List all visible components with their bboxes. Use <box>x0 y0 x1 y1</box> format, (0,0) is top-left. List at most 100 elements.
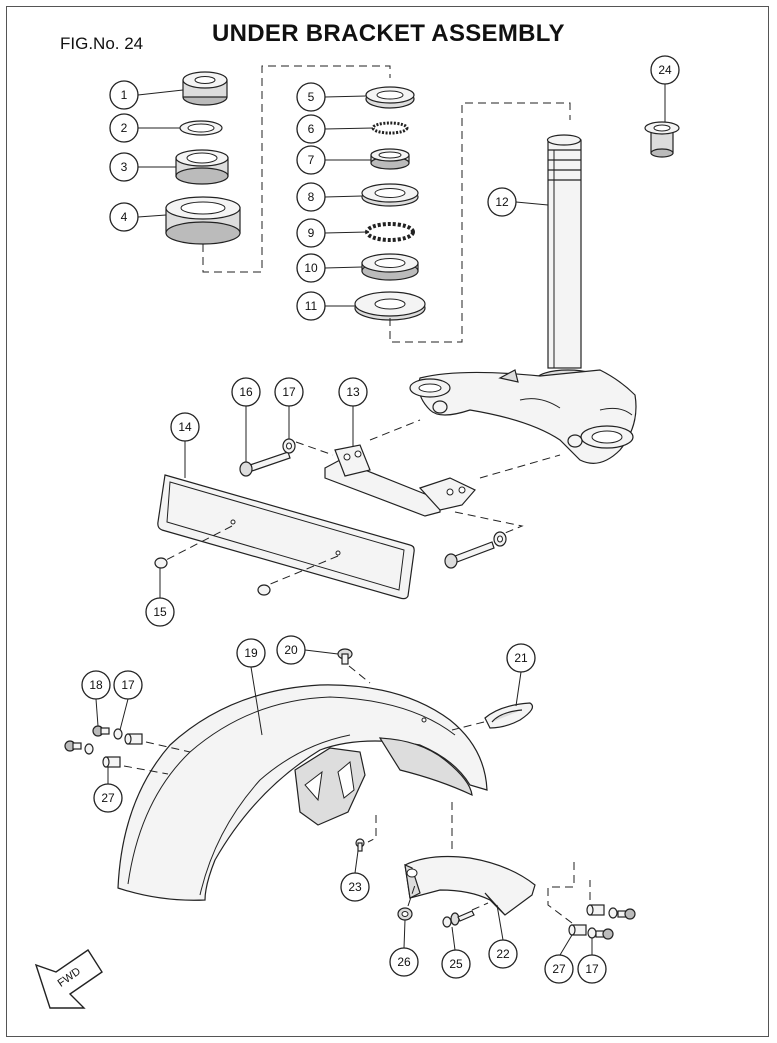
callout-3: 3 <box>109 152 139 182</box>
axis-line-left-upper <box>145 741 191 753</box>
axis-line-bracket-right <box>479 454 561 479</box>
axis-line-bolt-upper <box>295 441 334 456</box>
callout-12: 12 <box>487 187 517 217</box>
svg-text:27: 27 <box>552 962 566 976</box>
part-1-nut[interactable] <box>182 71 228 106</box>
callout-10: 10 <box>296 253 326 283</box>
part-15-screw-1[interactable] <box>154 557 168 569</box>
part-17-washer-lower[interactable] <box>493 531 507 547</box>
axis-line-pin-23 <box>367 815 377 843</box>
part-27-collar-left-lower[interactable] <box>102 756 121 768</box>
part-18-bolt-lower[interactable] <box>64 740 82 752</box>
part-21-emblem[interactable] <box>484 702 533 729</box>
callout-8: 8 <box>296 182 326 212</box>
part-17-washer-left-lower[interactable] <box>84 743 94 755</box>
callout-4: 4 <box>109 202 139 232</box>
callout-17-left: 17 <box>113 670 143 700</box>
callout-15: 15 <box>145 597 175 627</box>
part-18-bolt-upper[interactable] <box>92 725 110 737</box>
callout-25: 25 <box>441 949 471 979</box>
svg-text:12: 12 <box>495 195 509 209</box>
callout-27-right: 27 <box>544 954 574 984</box>
part-27-collar-right-upper[interactable] <box>586 904 605 916</box>
part-5-race[interactable] <box>365 86 415 109</box>
svg-text:9: 9 <box>308 226 315 240</box>
part-27-collar-left-upper[interactable] <box>124 733 143 745</box>
part-11-dust-seal[interactable] <box>354 291 426 321</box>
part-2-washer[interactable] <box>179 120 223 136</box>
svg-text:5: 5 <box>308 90 315 104</box>
axis-line-right-lower <box>547 862 575 924</box>
svg-text:15: 15 <box>153 605 167 619</box>
callout-26: 26 <box>389 947 419 977</box>
axis-line-bolt-lower <box>454 511 524 534</box>
part-24-bushing[interactable] <box>644 121 680 158</box>
part-20-bolt[interactable] <box>337 648 353 665</box>
svg-text:7: 7 <box>308 153 315 167</box>
part-17-washer-right-lower[interactable] <box>587 927 597 939</box>
part-27-collar-right-lower[interactable] <box>568 924 587 936</box>
part-22-fender-bracket[interactable] <box>404 855 536 916</box>
part-7-race[interactable] <box>370 148 410 170</box>
callout-6: 6 <box>296 114 326 144</box>
svg-text:19: 19 <box>244 646 258 660</box>
svg-text:17: 17 <box>585 962 599 976</box>
callout-17-upper: 17 <box>274 377 304 407</box>
callout-24: 24 <box>650 55 680 85</box>
part-6-ball-race[interactable] <box>371 121 409 135</box>
axis-line-bracket-top <box>369 419 421 441</box>
part-25-bolt-washer[interactable] <box>442 910 475 928</box>
callout-11: 11 <box>296 291 326 321</box>
part-18-bolt-right-upper[interactable] <box>617 908 636 920</box>
part-15-screw-2[interactable] <box>257 584 271 596</box>
svg-text:3: 3 <box>121 160 128 174</box>
figure-number: FIG.No. 24 <box>60 34 144 53</box>
svg-text:22: 22 <box>496 947 510 961</box>
part-18-bolt-right-lower[interactable] <box>595 928 614 940</box>
part-10-race[interactable] <box>361 253 419 281</box>
part-13-bracket[interactable] <box>324 444 476 517</box>
part-3-adjust-nut[interactable] <box>175 149 229 185</box>
callout-1: 1 <box>109 80 139 110</box>
svg-text:13: 13 <box>346 385 360 399</box>
part-26-nut[interactable] <box>397 907 413 921</box>
part-14-reflector-plate[interactable] <box>157 474 415 600</box>
axis-line-bolt-25 <box>471 902 489 911</box>
figure-title: UNDER BRACKET ASSEMBLY <box>212 20 565 47</box>
part-12-steering-stem[interactable] <box>409 134 637 464</box>
svg-text:23: 23 <box>348 880 362 894</box>
part-4-dust-seal[interactable] <box>165 196 241 245</box>
svg-text:6: 6 <box>308 122 315 136</box>
svg-text:25: 25 <box>449 957 463 971</box>
svg-text:21: 21 <box>514 651 528 665</box>
callout-27-left: 27 <box>93 783 123 813</box>
part-17-washer-left-upper[interactable] <box>113 728 123 740</box>
callout-21: 21 <box>506 643 536 673</box>
callout-22: 22 <box>488 939 518 969</box>
callout-9: 9 <box>296 218 326 248</box>
svg-text:4: 4 <box>121 210 128 224</box>
callout-13: 13 <box>338 377 368 407</box>
drawing-border <box>6 6 769 1037</box>
part-19-front-fender[interactable] <box>117 684 488 901</box>
part-17-washer-right-upper[interactable] <box>608 907 618 919</box>
svg-text:1: 1 <box>121 88 128 102</box>
axis-line-left-lower <box>123 765 169 775</box>
part-8-race[interactable] <box>361 183 419 207</box>
part-17-washer-upper[interactable] <box>282 438 296 454</box>
part-16-bolt-lower[interactable] <box>444 541 495 569</box>
part-16-bolt[interactable] <box>239 451 291 477</box>
svg-text:27: 27 <box>101 791 115 805</box>
axis-line-center-stack <box>389 102 571 343</box>
svg-text:2: 2 <box>121 121 128 135</box>
svg-text:11: 11 <box>305 299 318 313</box>
part-23-pin[interactable] <box>355 838 365 852</box>
svg-text:8: 8 <box>308 190 315 204</box>
svg-text:24: 24 <box>658 63 672 77</box>
callout-17-right: 17 <box>577 954 607 984</box>
callout-5: 5 <box>296 82 326 112</box>
svg-text:20: 20 <box>284 643 298 657</box>
part-9-ball-race[interactable] <box>365 222 415 242</box>
svg-text:16: 16 <box>239 385 253 399</box>
